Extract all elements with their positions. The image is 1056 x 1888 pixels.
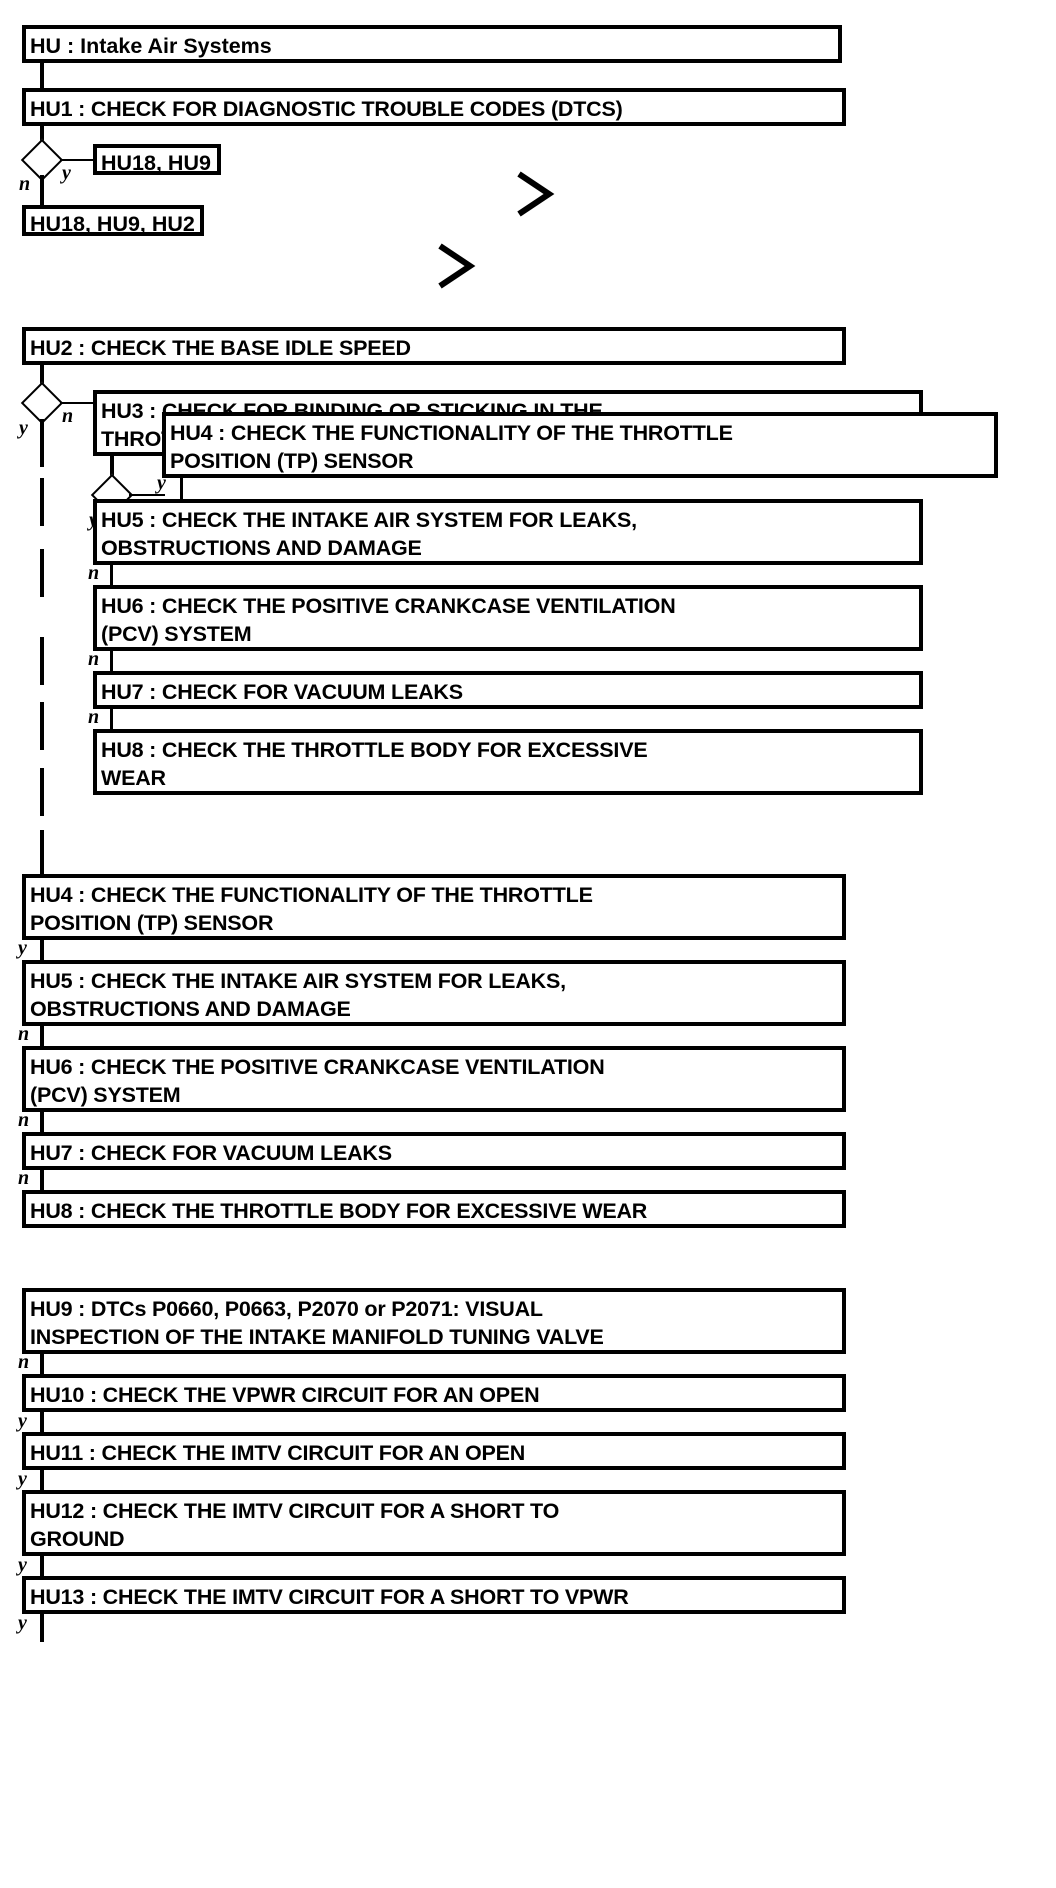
node-hu9: HU9 : DTCs P0660, P0663, P2070 or P2071:… [22,1288,846,1354]
edge-decision2-yes-spine-4 [40,637,44,685]
edge-hu5-to-hu6 [40,1026,44,1048]
edge-decision2-yes-spine-5 [40,702,44,750]
edge-decision2-yes-spine-2 [40,478,44,526]
edge-hu6-nested-to-hu7-nested [110,651,113,673]
branch-label-hu7-no: n [18,1167,30,1189]
chevron-right-icon-1 [513,168,557,220]
edge-decision2-yes-spine-6 [40,768,44,816]
title-box-right-cap [838,25,842,63]
edge-decision1-to-tag1 [60,159,96,161]
edge-hu3-to-decision3 [110,456,114,484]
edge-hu10-to-hu11 [40,1412,44,1434]
node-title: HU : Intake Air Systems [22,25,842,63]
edge-hu12-to-hu13 [40,1556,44,1578]
node-hu13: HU13 : CHECK THE IMTV CIRCUIT FOR A SHOR… [22,1576,846,1614]
node-hu4: HU4 : CHECK THE FUNCTIONALITY OF THE THR… [22,874,846,940]
branch-label-hu4-nested-yes: y [157,472,166,494]
edge-hu4-to-hu5 [40,940,44,962]
edge-hu4-nested-yes [180,478,183,501]
edge-hu11-to-hu12 [40,1470,44,1492]
node-hu2: HU2 : CHECK THE BASE IDLE SPEED [22,327,846,365]
node-hu11: HU11 : CHECK THE IMTV CIRCUIT FOR AN OPE… [22,1432,846,1470]
branch-label-hu4-yes: y [18,937,27,959]
branch-label-hu13-yes: y [18,1612,27,1634]
edge-decision1-to-tag2 [40,175,44,207]
edge-hu13-out [40,1614,44,1642]
edge-decision2-yes-spine-7 [40,830,44,878]
edge-hu1-to-decision1 [40,126,44,149]
node-hu7-nested: HU7 : CHECK FOR VACUUM LEAKS [93,671,923,709]
node-hu8: HU8 : CHECK THE THROTTLE BODY FOR EXCESS… [22,1190,846,1228]
edge-hu7-nested-to-hu8-nested [110,709,113,731]
node-hu4-nested: HU4 : CHECK THE FUNCTIONALITY OF THE THR… [162,412,998,478]
branch-label-hu6-no: n [18,1109,30,1131]
branch-label-hu5-no: n [18,1023,30,1045]
edge-title-to-hu1 [40,63,44,100]
branch-label-hu12-yes: y [18,1554,27,1576]
edge-decision3-to-hu4-nested [129,494,165,496]
branch-label-hu6-nested-no: n [88,648,100,670]
node-ref-hu18-hu9: HU18, HU9 [93,144,221,175]
node-hu5-nested: HU5 : CHECK THE INTAKE AIR SYSTEM FOR LE… [93,499,923,565]
node-hu5: HU5 : CHECK THE INTAKE AIR SYSTEM FOR LE… [22,960,846,1026]
node-ref-hu18-hu9-hu2: HU18, HU9, HU2 [22,205,204,236]
edge-hu2-to-decision2 [40,365,44,392]
branch-label-hu1-yes: y [62,162,71,184]
edge-decision2-to-hu3 [60,402,96,404]
node-hu6: HU6 : CHECK THE POSITIVE CRANKCASE VENTI… [22,1046,846,1112]
branch-label-hu10-yes: y [18,1410,27,1432]
branch-label-hu2-yes: y [19,417,28,439]
edge-hu6-to-hu7 [40,1112,44,1134]
branch-label-hu9-no: n [18,1351,30,1373]
branch-label-hu5-nested-no: n [88,562,100,584]
edge-hu5-nested-to-hu6-nested [110,565,113,587]
node-hu1: HU1 : CHECK FOR DIAGNOSTIC TROUBLE CODES… [22,88,846,126]
edge-hu9-to-hu10 [40,1354,44,1376]
chevron-right-icon-2 [434,240,478,292]
edge-hu7-to-hu8 [40,1170,44,1192]
node-hu12: HU12 : CHECK THE IMTV CIRCUIT FOR A SHOR… [22,1490,846,1556]
node-hu10: HU10 : CHECK THE VPWR CIRCUIT FOR AN OPE… [22,1374,846,1412]
node-hu8-nested: HU8 : CHECK THE THROTTLE BODY FOR EXCESS… [93,729,923,795]
branch-label-hu11-yes: y [18,1468,27,1490]
edge-decision2-yes-spine-3 [40,549,44,597]
branch-label-hu7-nested-no: n [88,706,100,728]
node-hu7: HU7 : CHECK FOR VACUUM LEAKS [22,1132,846,1170]
node-hu6-nested: HU6 : CHECK THE POSITIVE CRANKCASE VENTI… [93,585,923,651]
branch-label-hu1-no: n [19,173,31,195]
branch-label-hu2-no: n [62,405,74,427]
edge-decision2-yes-spine-1 [40,419,44,467]
